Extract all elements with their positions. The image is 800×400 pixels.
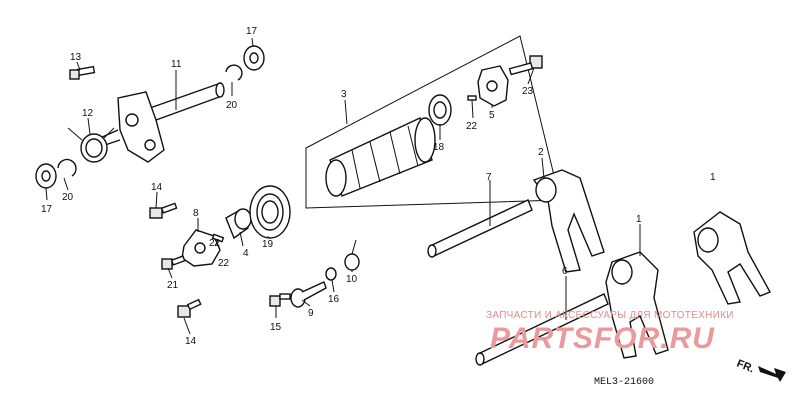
watermark-brand: PARTSFOR.RU bbox=[490, 322, 715, 355]
fork-shaft-7 bbox=[427, 199, 533, 258]
diagram-code: MEL3-21600 bbox=[594, 377, 654, 388]
watermark-tagline: ЗАПЧАСТИ И АКСЕССУАРЫ ДЛЯ МОТОТЕХНИКИ bbox=[486, 310, 734, 321]
callout-2: 2 bbox=[538, 147, 544, 158]
front-direction-indicator: FR. bbox=[735, 358, 786, 382]
shift-spindle-11 bbox=[99, 82, 225, 163]
callout-6: 6 bbox=[562, 266, 568, 277]
return-spring-12 bbox=[67, 127, 115, 163]
callout-10: 10 bbox=[346, 274, 358, 285]
callout-22-left-b: 22 bbox=[218, 258, 230, 269]
callout-numbers: 13 11 12 20 17 17 20 14 8 22 22 21 14 4 … bbox=[41, 26, 716, 347]
callout-13: 13 bbox=[70, 52, 82, 63]
watermark: ЗАПЧАСТИ И АКСЕССУАРЫ ДЛЯ МОТОТЕХНИКИ PA… bbox=[486, 310, 734, 355]
bearing-19 bbox=[249, 185, 291, 239]
shift-fork-1-right bbox=[693, 211, 771, 305]
callout-1-center: 1 bbox=[636, 214, 642, 225]
front-arrow-icon bbox=[758, 366, 786, 382]
callout-3: 3 bbox=[341, 89, 347, 100]
washer-16 bbox=[325, 267, 337, 281]
callout-19: 19 bbox=[262, 239, 274, 250]
fork-shaft-6 bbox=[475, 293, 609, 366]
stopper-plate-5 bbox=[477, 65, 509, 107]
bolt-23 bbox=[508, 55, 543, 76]
callout-1-right: 1 bbox=[710, 172, 716, 183]
callout-23: 23 bbox=[522, 86, 534, 97]
shift-fork-2 bbox=[532, 169, 605, 273]
callout-9: 9 bbox=[308, 308, 314, 319]
callout-11: 11 bbox=[171, 59, 182, 70]
washer-17-top bbox=[243, 45, 265, 71]
callout-14-upper: 14 bbox=[151, 182, 163, 193]
bolt-21 bbox=[161, 255, 186, 270]
bolt-15 bbox=[269, 293, 291, 307]
callout-22-left-a: 22 bbox=[209, 238, 221, 249]
bolt-13 bbox=[69, 65, 96, 80]
shift-drum-3 bbox=[305, 35, 561, 209]
dowel-22-right bbox=[467, 95, 477, 101]
shift-fork-1-center bbox=[605, 251, 669, 359]
bolt-14-upper bbox=[149, 202, 178, 219]
spring-10 bbox=[344, 239, 360, 271]
callout-7: 7 bbox=[486, 172, 492, 183]
bearing-18 bbox=[428, 94, 452, 126]
stopper-arm-8 bbox=[181, 229, 221, 267]
callout-17-top: 17 bbox=[246, 26, 258, 37]
callout-18: 18 bbox=[433, 142, 445, 153]
callout-4: 4 bbox=[243, 248, 249, 259]
plate-9 bbox=[290, 281, 327, 308]
callout-12: 12 bbox=[82, 108, 94, 119]
collar-4 bbox=[225, 208, 252, 240]
washer-17-left bbox=[35, 163, 57, 189]
callout-14-lower: 14 bbox=[185, 336, 197, 347]
callout-20-left: 20 bbox=[62, 192, 74, 203]
callout-8: 8 bbox=[193, 208, 199, 219]
callout-20-top: 20 bbox=[226, 100, 238, 111]
direction-label: FR. bbox=[735, 358, 756, 376]
leader-lines bbox=[45, 37, 641, 335]
bolt-14-lower bbox=[177, 298, 202, 318]
callout-15: 15 bbox=[270, 322, 282, 333]
callout-22-right: 22 bbox=[466, 121, 478, 132]
callout-5: 5 bbox=[489, 110, 495, 121]
callout-17-left: 17 bbox=[41, 204, 53, 215]
circlip-20-top bbox=[225, 64, 243, 81]
dowel-22-left bbox=[211, 233, 225, 243]
callout-21: 21 bbox=[167, 280, 179, 291]
callout-16: 16 bbox=[328, 294, 340, 305]
circlip-20-left bbox=[57, 158, 77, 177]
